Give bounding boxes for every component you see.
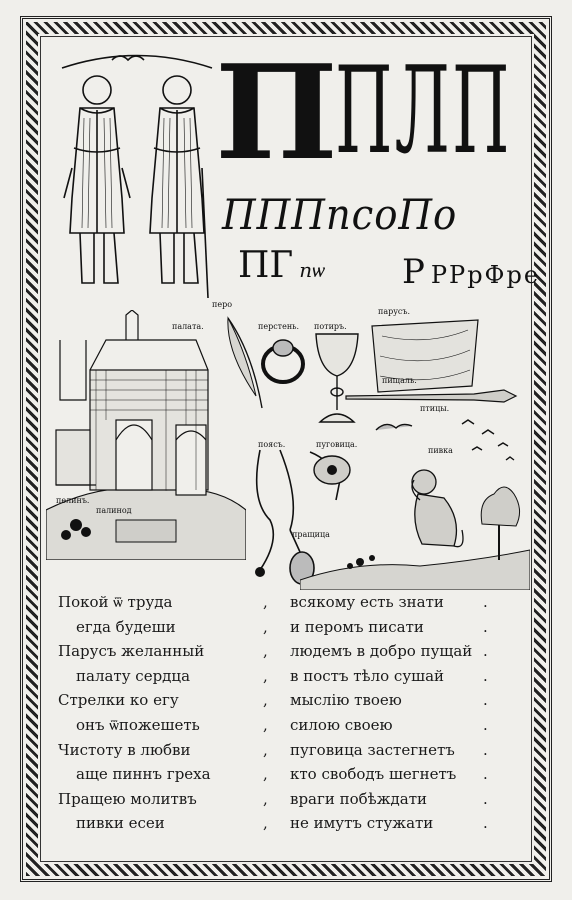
verse-right: всякому есть знати: [290, 593, 444, 611]
r-main: Р: [402, 252, 425, 292]
verse-left: Покой ѿ труда: [58, 593, 173, 611]
label-potir: потиръ.: [314, 322, 347, 331]
verse-left: егда будеши: [76, 617, 176, 636]
verse-row: егда будеши , и перомъ писати .: [58, 615, 508, 640]
label-pravshcha: пращица: [292, 530, 330, 539]
verse-comma: ,: [263, 740, 268, 759]
verse-end: .: [483, 765, 488, 784]
label-palnaya: палинод: [96, 506, 132, 515]
label-ptitsy: птицы.: [420, 404, 450, 413]
verse-comma: ,: [263, 642, 268, 661]
r-small: РРрФре: [430, 261, 541, 289]
verse-comma: ,: [263, 789, 268, 808]
verse-right: кто свободъ шегнетъ: [290, 765, 457, 784]
chalice-illustration: [315, 333, 359, 423]
musket-illustration: [345, 389, 518, 403]
ground-illustration: [300, 549, 530, 590]
verse-row: Парусъ желанный , людемъ в добро пущай .: [58, 639, 508, 664]
verse-right: мыслію твоею: [290, 691, 402, 710]
verse-left: онъ ѿпожешеть: [76, 715, 200, 734]
label-pivka: пивка: [428, 446, 453, 455]
verse-right: пуговица застегнетъ: [290, 740, 455, 759]
verse-end: .: [483, 814, 488, 833]
birds-illustration: [375, 419, 515, 461]
verse-comma: ,: [263, 593, 268, 611]
label-parus: парусъ.: [378, 307, 411, 316]
border-frame: [20, 16, 552, 882]
button-pendant-illustration: [313, 455, 351, 485]
verse-row: Стрелки ко егу , мыслію твоею .: [58, 688, 508, 713]
verse-row: Пращею молитвъ , враги побѣждати .: [58, 787, 508, 812]
verse-end: .: [483, 593, 488, 611]
verse-left: Парусъ желанный: [58, 642, 205, 661]
monkey-illustration: [411, 469, 464, 548]
ornamental-letter-pe: П: [215, 36, 338, 189]
label-pero: перо: [212, 300, 233, 309]
sail-illustration: [371, 319, 479, 393]
feather-pen-illustration: [227, 316, 263, 409]
verse-row: Чистоту в любви , пуговица застегнетъ .: [58, 738, 508, 763]
verse-end: .: [483, 789, 488, 808]
tree-illustration: [480, 486, 520, 560]
label-pishchal: пищаль.: [382, 376, 417, 385]
verse-end: .: [483, 691, 488, 710]
verse-right: в постъ тѣло сушай: [290, 666, 445, 685]
two-men-illustration: [61, 54, 213, 299]
verse-row: аще пиннъ греха , кто свободъ шегнетъ .: [58, 762, 508, 787]
verse-comma: ,: [263, 617, 268, 636]
verse-end: .: [483, 740, 488, 759]
verse-left: Чистоту в любви: [58, 740, 191, 759]
pg-main: ПГ: [238, 245, 294, 286]
verse-left: Пращею молитвъ: [58, 789, 197, 808]
verse-left: Стрелки ко егу: [58, 691, 179, 710]
verse-comma: ,: [263, 691, 268, 710]
verse-left: палату сердца: [76, 666, 191, 685]
script-letter-row: ПППпсоПо: [222, 190, 458, 239]
ring-illustration: [261, 339, 305, 384]
palace-illustration: [46, 310, 246, 560]
letter-pe-variants: ПЛП: [335, 42, 512, 181]
verse-comma: ,: [263, 666, 268, 685]
verse-right: враги побѣждати: [290, 789, 427, 808]
verse-comma: ,: [263, 765, 268, 784]
verse-right: силою своею: [290, 715, 393, 734]
label-palata: палата.: [172, 322, 204, 331]
verse-end: .: [483, 617, 488, 636]
verse-row: Покой ѿ труда , всякому есть знати .: [58, 590, 508, 615]
belt-sling-illustration: [255, 449, 341, 585]
label-persten: перстень.: [258, 322, 300, 331]
label-pugovitsa: пуговица.: [316, 440, 358, 449]
verse-left: аще пиннъ греха: [76, 765, 211, 784]
verse-end: .: [483, 715, 488, 734]
label-pelinu: пелинъ.: [56, 496, 90, 505]
verse-row: онъ ѿпожешеть , силою своею .: [58, 713, 508, 738]
verse-left: пивки есеи: [76, 814, 165, 833]
verse-end: .: [483, 666, 488, 685]
verse-right: не имутъ стужати: [290, 814, 434, 833]
verse-right: людемъ в добро пущай: [290, 642, 473, 661]
pg-small: пѡ: [299, 258, 325, 282]
verse-block: Покой ѿ труда , всякому есть знати . егд…: [58, 590, 508, 836]
verse-comma: ,: [263, 814, 268, 833]
verse-right: и перомъ писати: [290, 617, 424, 636]
verse-row: пивки есеи , не имутъ стужати .: [58, 811, 508, 836]
verse-comma: ,: [263, 715, 268, 734]
verse-row: палату сердца , в постъ тѣло сушай .: [58, 664, 508, 689]
label-poyas: поясъ.: [258, 440, 286, 449]
inner-frame: [40, 36, 532, 862]
verse-end: .: [483, 642, 488, 661]
